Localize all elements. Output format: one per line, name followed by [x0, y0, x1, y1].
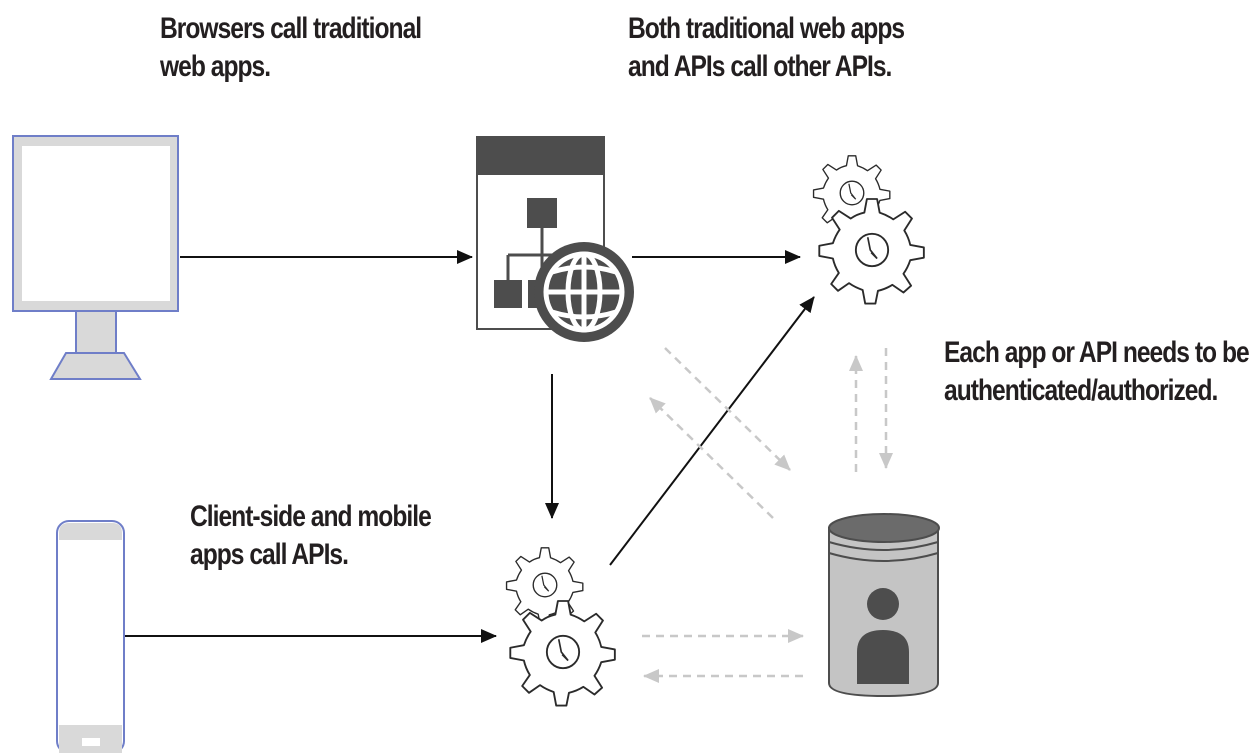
label-apis-call-apis: Both traditional web apps and APIs call …	[628, 12, 905, 83]
api-gears-bottom-icon	[505, 547, 616, 707]
identity-database-icon	[828, 513, 940, 698]
label-browsers: Browsers call traditional web apps.	[160, 12, 422, 83]
api-gears-top-icon	[812, 155, 925, 305]
arrow-bottom-api-to-top-api	[609, 296, 815, 566]
desktop-monitor-icon	[12, 135, 179, 380]
label-client: Client-side and mobile apps call APIs.	[190, 500, 432, 571]
globe-icon	[534, 242, 634, 342]
auth-dashed-arrows	[642, 347, 893, 683]
mobile-phone-icon	[56, 520, 125, 753]
label-auth: Each app or API needs to be authenticate…	[944, 336, 1250, 407]
